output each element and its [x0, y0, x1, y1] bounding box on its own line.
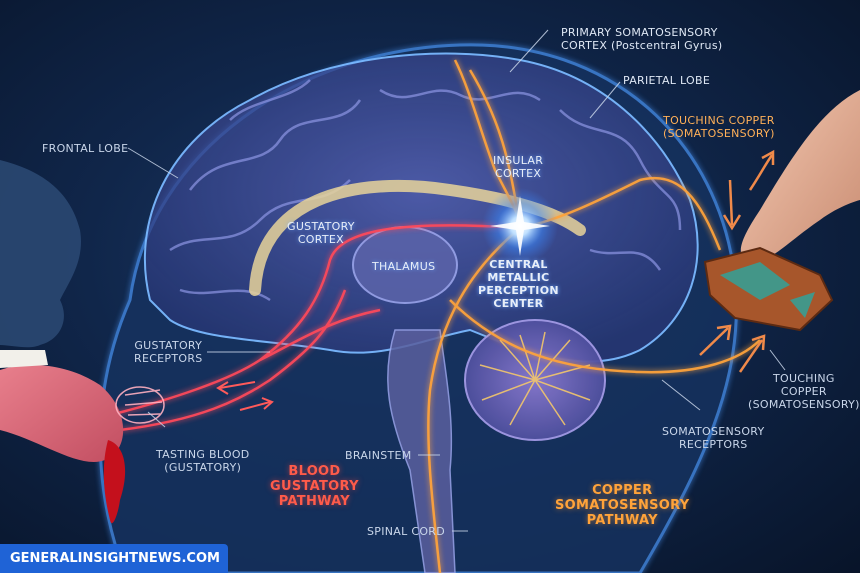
touching-copper-top-line2: (SOMATOSENSORY) [663, 127, 775, 140]
thalamus-label: THALAMUS [372, 260, 436, 273]
gustatory-receptors-line1: GUSTATORY [134, 339, 203, 352]
somatosensory-receptors-line1: SOMATOSENSORY [662, 425, 765, 438]
gustatory-cortex-label: GUSTATORY CORTEX [287, 220, 355, 246]
tasting-blood-line2: (GUSTATORY) [164, 461, 242, 474]
primary-cortex-label-line2: CORTEX (Postcentral Gyrus) [561, 39, 723, 52]
central-perception-line4: CENTER [493, 297, 544, 310]
central-perception-line3: PERCEPTION [478, 284, 559, 297]
copper-pathway-line3: PATHWAY [586, 513, 658, 528]
primary-cortex-label-line1: PRIMARY SOMATOSENSORY [561, 26, 718, 39]
brainstem-shape [387, 329, 456, 573]
central-perception-line2: METALLIC [487, 271, 550, 284]
parietal-lobe-label: PARIETAL LOBE [623, 74, 711, 87]
tongue [0, 365, 124, 463]
tasting-blood-label: TASTING BLOOD (GUSTATORY) [156, 448, 250, 474]
touching-copper-right-line2: COPPER [780, 385, 827, 398]
touching-copper-right-line3: (SOMATOSENSORY) [748, 398, 860, 411]
callout-lines [127, 29, 786, 532]
taste-bud-cluster [115, 386, 165, 424]
touching-copper-right-line1: TOUCHING [772, 372, 835, 385]
touch-arrows [699, 149, 775, 373]
site-watermark: GENERALINSIGHTNEWS.COM [0, 544, 228, 573]
brain-shape [143, 52, 699, 363]
insular-cortex-label: INSULAR CORTEX [493, 154, 543, 180]
gustatory-receptors-line2: RECEPTORS [134, 352, 203, 365]
blood-drop [103, 440, 126, 524]
gustatory-cortex-line2: CORTEX [297, 233, 345, 246]
central-perception-label: CENTRAL METALLIC PERCEPTION CENTER [478, 258, 559, 310]
blood-pathway-line1: BLOOD [288, 464, 341, 479]
blood-gustatory-pathway-label: BLOOD GUSTATORY PATHWAY [270, 464, 359, 509]
touching-copper-right-label: TOUCHING COPPER (SOMATOSENSORY) [748, 372, 860, 411]
copper-pathway-line1: COPPER [592, 483, 653, 498]
somatosensory-receptors-line2: RECEPTORS [678, 438, 748, 451]
central-perception-line1: CENTRAL [489, 258, 548, 271]
copper-somatosensory-pathway-label: COPPER SOMATOSENSORY PATHWAY [555, 483, 689, 528]
finger [740, 90, 860, 263]
primary-cortex-label: PRIMARY SOMATOSENSORY CORTEX (Postcentra… [561, 26, 722, 52]
blood-pathway-lines [109, 224, 521, 432]
gustatory-cortex-line1: GUSTATORY [287, 220, 355, 233]
copper-pathway-line2: SOMATOSENSORY [555, 498, 690, 513]
gustatory-receptors-label: GUSTATORY RECEPTORS [134, 339, 203, 365]
face-profile [0, 160, 81, 348]
spinal-cord-label: SPINAL CORD [367, 525, 445, 538]
blood-pathway-line3: PATHWAY [278, 494, 351, 509]
brainstem-label: BRAINSTEM [345, 449, 412, 462]
somatosensory-receptors-label: SOMATOSENSORY RECEPTORS [662, 425, 765, 451]
insular-cortex-line2: CORTEX [494, 167, 542, 180]
blood-pathway-line2: GUSTATORY [270, 479, 359, 494]
touching-copper-top-line1: TOUCHING COPPER [663, 114, 775, 127]
tasting-blood-line1: TASTING BLOOD [156, 448, 250, 461]
frontal-lobe-label: FRONTAL LOBE [42, 142, 129, 155]
insular-cortex-line1: INSULAR [493, 154, 544, 167]
touching-copper-top-label: TOUCHING COPPER (SOMATOSENSORY) [663, 114, 775, 140]
